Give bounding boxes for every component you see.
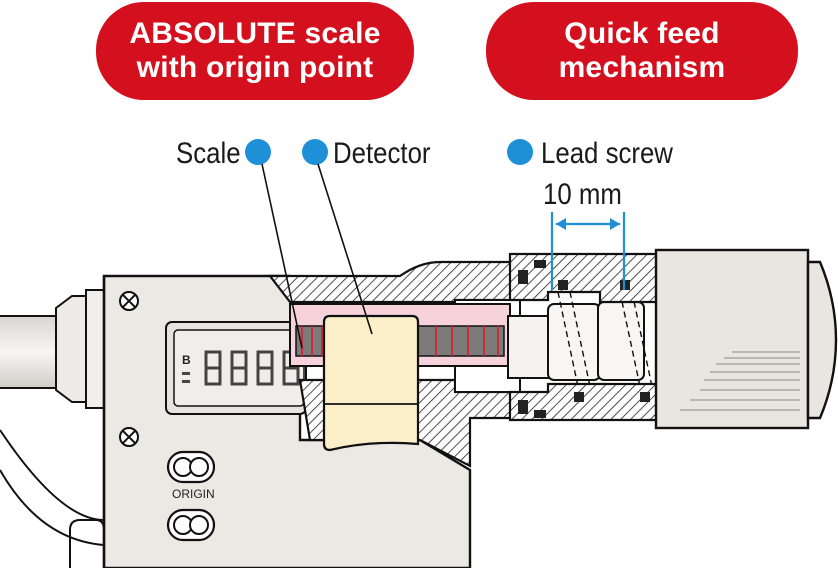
callout-scale-label: Scale xyxy=(176,137,241,170)
heading-absolute-line1: ABSOLUTE scale xyxy=(129,17,381,50)
detector-callout-dot-icon xyxy=(302,139,328,165)
origin-button-label: ORIGIN xyxy=(172,487,215,501)
scale-callout-dot-icon xyxy=(245,139,271,165)
callout-detector-label: Detector xyxy=(333,137,431,170)
thimble xyxy=(654,248,838,430)
pitch-dimension xyxy=(550,212,626,290)
screw-top-icon xyxy=(119,291,139,311)
thimble-housing xyxy=(508,252,662,422)
lcd-digits xyxy=(204,350,300,386)
origin-button-top[interactable] xyxy=(166,450,216,484)
heading-absolute-scale: ABSOLUTE scale with origin point xyxy=(96,2,414,100)
left-spindle xyxy=(0,289,107,409)
pitch-dimension-label: 10 mm xyxy=(543,178,622,211)
detector-block xyxy=(322,314,420,452)
lcd-display: B xyxy=(165,321,307,415)
heading-quickfeed-line2: mechanism xyxy=(558,51,726,84)
lcd-indicator: B xyxy=(182,353,191,367)
leadscrew-callout-dot-icon xyxy=(507,139,533,165)
screw-bottom-icon xyxy=(119,427,139,447)
lcd-indicator-bars xyxy=(182,372,190,383)
callout-leader-lines xyxy=(261,163,373,349)
heading-quickfeed-line1: Quick feed xyxy=(564,17,720,50)
callout-lead-screw-label: Lead screw xyxy=(541,137,673,170)
heading-quick-feed: Quick feed mechanism xyxy=(486,2,798,100)
heading-absolute-line2: with origin point xyxy=(136,51,374,84)
origin-button-bottom[interactable] xyxy=(166,508,216,542)
lead-screw-assembly xyxy=(507,291,655,397)
